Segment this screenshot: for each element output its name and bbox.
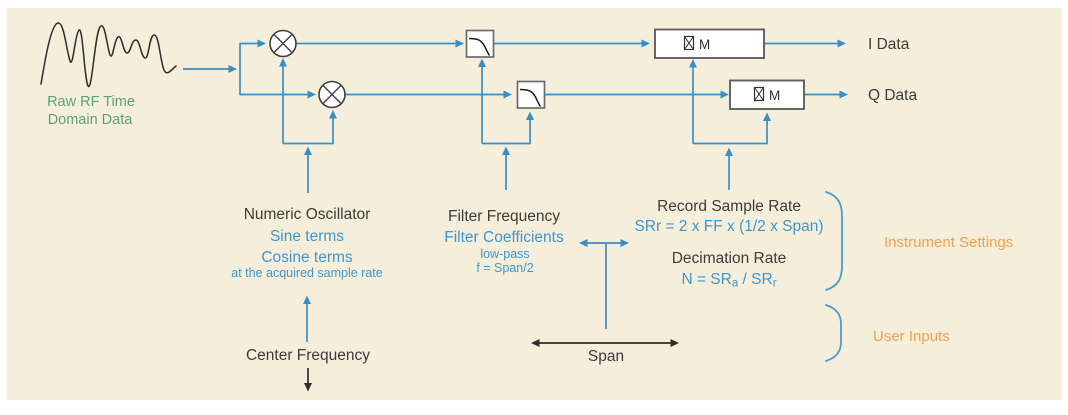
- decimation-rate-formula: N = SRa / SRr: [681, 271, 776, 290]
- record-sample-rate-formula: SRr = 2 x FF x (1/2 x Span): [634, 218, 823, 235]
- filter-title: Filter Frequency: [448, 208, 560, 225]
- filter-coefficients-label: Filter Coefficients: [444, 229, 564, 246]
- decimator-i-block: M: [654, 28, 765, 59]
- lowpass-filter-q-icon: [516, 80, 546, 109]
- rf-waveform-icon: [40, 22, 177, 87]
- span-label: Span: [588, 348, 624, 365]
- source-label-line2: Domain Data: [48, 112, 134, 128]
- lowpass-filter-i-icon: [465, 29, 495, 58]
- source-label-line1: Raw RF Time: [47, 94, 135, 110]
- mixer-i-icon: [269, 29, 297, 58]
- decimator-q-block: M: [729, 79, 805, 110]
- filter-formula: f = Span/2: [476, 261, 533, 275]
- user-inputs-bracket: [825, 304, 842, 362]
- q-data-label: Q Data: [868, 87, 917, 104]
- notdef-box-icon: [683, 35, 695, 51]
- instrument-settings-bracket: [825, 191, 843, 291]
- oscillator-sine-terms: Sine terms: [270, 228, 344, 245]
- filter-feed-q-arrow: [482, 111, 534, 145]
- i-data-label: I Data: [868, 36, 910, 53]
- decimator-q-label: M: [769, 88, 780, 103]
- oscillator-feed-q-arrow: [283, 110, 337, 145]
- decimator-feed-q-arrow: [693, 112, 771, 145]
- user-inputs-label: User Inputs: [873, 328, 950, 345]
- record-sample-rate-title: Record Sample Rate: [657, 198, 801, 215]
- instrument-settings-label: Instrument Settings: [884, 234, 1013, 251]
- notdef-box-icon: [753, 86, 765, 102]
- oscillator-title: Numeric Oscillator: [244, 206, 371, 223]
- oscillator-cosine-terms: Cosine terms: [261, 249, 353, 266]
- decimation-rate-title: Decimation Rate: [672, 250, 787, 267]
- oscillator-sample-rate-note: at the acquired sample rate: [231, 266, 383, 280]
- filter-lowpass-label: low-pass: [480, 247, 529, 261]
- center-frequency-label: Center Frequency: [246, 347, 370, 364]
- decimator-i-label: M: [699, 37, 710, 52]
- mixer-q-icon: [318, 80, 346, 109]
- diagram-panel: [7, 8, 1062, 400]
